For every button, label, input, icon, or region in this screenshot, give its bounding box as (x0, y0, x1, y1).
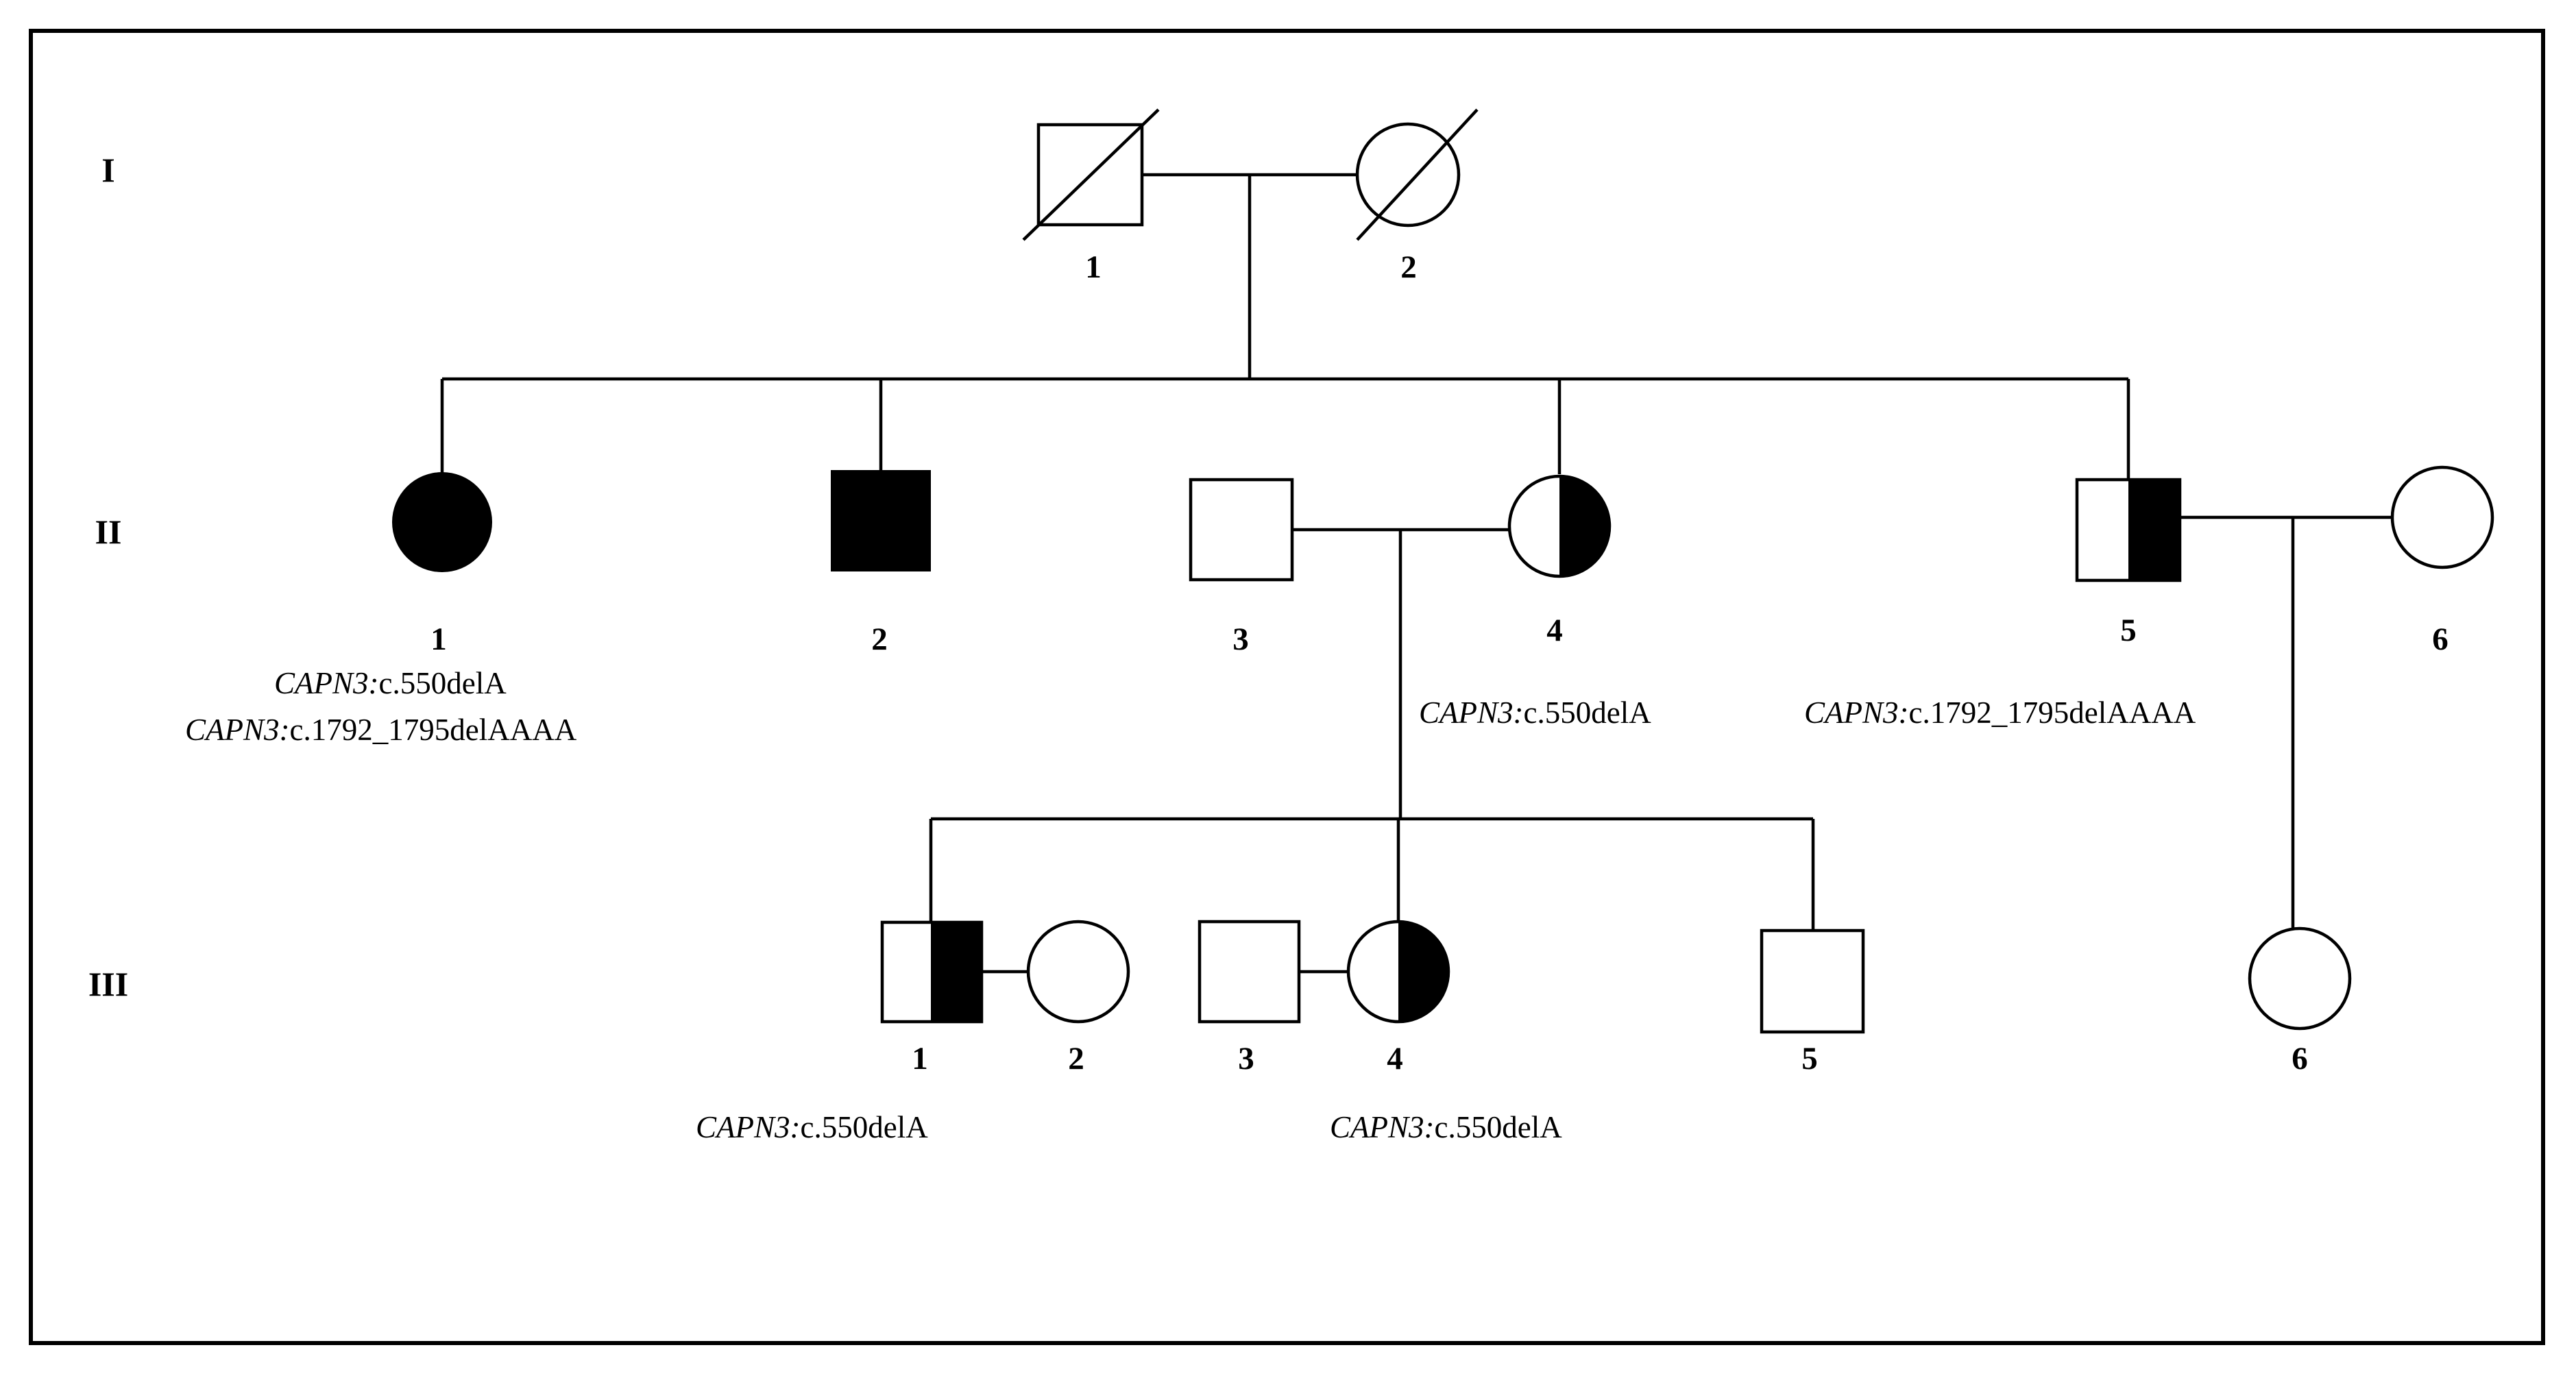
deceased-slash (1356, 108, 1479, 241)
carrier-half-fill (2128, 480, 2180, 580)
individual-number: 4 (1546, 613, 1563, 648)
carrier-half-fill (1559, 476, 1609, 576)
individual-number: 2 (1068, 1041, 1084, 1076)
gene-name: CAPN3: (1330, 1110, 1435, 1144)
gene-name: CAPN3: (1804, 696, 1909, 730)
individual-iii-6[interactable]: 6 (2248, 926, 2352, 1076)
generation-label-ii: II (95, 513, 122, 551)
individual-number: 5 (1801, 1041, 1818, 1076)
variant-label: CAPN3:c.1792_1795delAAAA (1804, 696, 2196, 730)
individual-number: 2 (871, 622, 888, 657)
individual-i-2[interactable]: 2 (1355, 108, 1479, 285)
pedigree-lines (440, 173, 2392, 974)
variant-name: c.1792_1795delAAAA (290, 713, 577, 747)
individual-number: 2 (1400, 249, 1417, 285)
individual-iii-1[interactable]: 1 CAPN3:c.550delA (696, 920, 984, 1144)
deceased-slash (1022, 108, 1160, 241)
variant-label: CAPN3:c.550delA (1419, 696, 1651, 730)
individual-number: 6 (2292, 1041, 2308, 1076)
male-symbol (1760, 928, 1865, 1034)
female-symbol (1026, 920, 1130, 1024)
individual-iii-4[interactable]: 4 CAPN3:c.550delA (1330, 920, 1562, 1144)
variant-name: c.550delA (1524, 696, 1652, 730)
variant-label: CAPN3:c.1792_1795delAAAA (185, 713, 577, 747)
individual-ii-1[interactable]: 1 CAPN3:c.550delA CAPN3:c.1792_1795delAA… (185, 472, 577, 747)
male-symbol (1189, 478, 1294, 582)
individual-number: 1 (430, 622, 447, 657)
individual-iii-5[interactable]: 5 (1760, 928, 1865, 1076)
individual-ii-5[interactable]: 5 CAPN3:c.1792_1795delAAAA (1804, 478, 2196, 730)
gene-name: CAPN3: (185, 713, 290, 747)
individual-iii-3[interactable]: 3 (1198, 920, 1301, 1076)
individual-number: 1 (1085, 249, 1102, 285)
generation-label-iii: III (88, 965, 128, 1003)
individual-ii-2[interactable]: 2 (831, 470, 931, 657)
figure-frame (29, 29, 2545, 1345)
variant-name: c.550delA (379, 666, 507, 700)
male-symbol (1198, 920, 1301, 1024)
individual-i-1[interactable]: 1 (1022, 108, 1160, 285)
carrier-half-fill (1398, 922, 1448, 1022)
individual-number: 1 (912, 1041, 928, 1076)
carrier-half-fill (931, 922, 982, 1022)
female-symbol (2248, 926, 2352, 1031)
gene-name: CAPN3: (1419, 696, 1524, 730)
variant-label: CAPN3:c.550delA (696, 1110, 928, 1144)
female-symbol (1355, 122, 1461, 227)
male-affected-symbol (831, 470, 931, 571)
variant-name: c.550delA (801, 1110, 929, 1144)
individual-number: 6 (2432, 622, 2449, 657)
female-affected-symbol (392, 472, 492, 572)
individual-number: 5 (2120, 613, 2137, 648)
individual-number: 4 (1387, 1041, 1403, 1076)
individual-number: 3 (1238, 1041, 1254, 1076)
generation-label-i: I (101, 151, 114, 189)
individual-ii-4[interactable]: 4 CAPN3:c.550delA (1419, 474, 1651, 730)
variant-label: CAPN3:c.550delA (274, 666, 507, 700)
individual-iii-2[interactable]: 2 (1026, 920, 1130, 1076)
individual-ii-3[interactable]: 3 (1189, 478, 1294, 657)
individual-ii-6[interactable]: 6 (2390, 465, 2494, 657)
gene-name: CAPN3: (274, 666, 379, 700)
variant-label: CAPN3:c.550delA (1330, 1110, 1562, 1144)
individual-number: 3 (1232, 622, 1249, 657)
variant-name: c.1792_1795delAAAA (1909, 696, 2196, 730)
variant-name: c.550delA (1435, 1110, 1563, 1144)
gene-name: CAPN3: (696, 1110, 801, 1144)
female-symbol (2390, 465, 2494, 569)
